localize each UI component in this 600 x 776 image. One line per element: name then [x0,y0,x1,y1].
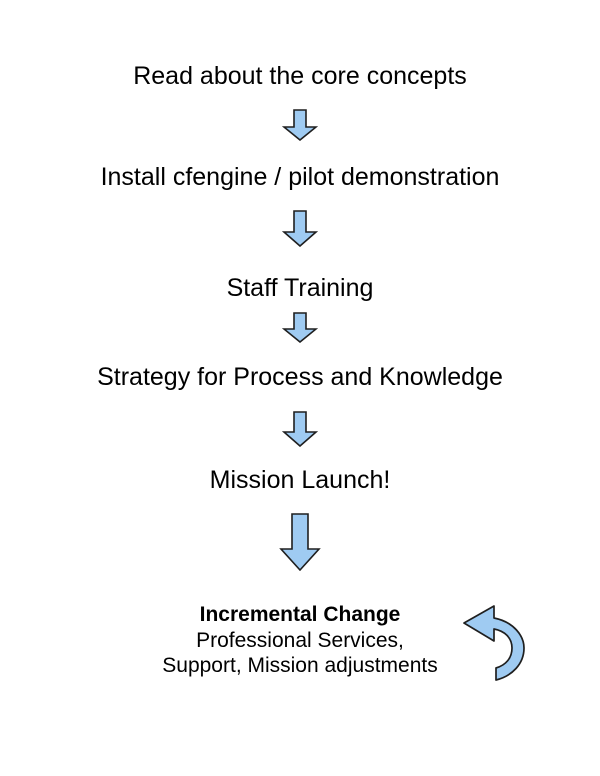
flow-step-staff-training: Staff Training [226,274,374,302]
arrow-down-3 [0,312,600,343]
down-arrow-icon [282,411,318,447]
flow-step-mission-launch: Mission Launch! [209,466,391,494]
circular-arrow-icon [463,605,525,681]
down-arrow-icon [282,109,318,141]
flow-step-incremental-change: Incremental Change Professional Services… [0,602,600,679]
incremental-change-line-3: Support, Mission adjustments [162,654,438,678]
loop-arrow-container [458,596,542,686]
arrow-down-2 [0,210,600,247]
down-arrow-icon [282,210,318,247]
down-arrow-icon [282,312,318,343]
arrow-down-5 [0,513,600,571]
down-arrow-icon [279,513,321,571]
flow-step-strategy-for-process-and-knowledge: Strategy for Process and Knowledge [97,363,503,391]
incremental-change-line-2: Professional Services, [196,628,404,652]
flow-step-read-about-core-concepts: Read about the core concepts [133,62,467,90]
flow-step-install-cfengine-pilot-demonstration: Install cfengine / pilot demonstration [100,163,500,191]
arrow-down-4 [0,411,600,447]
arrow-down-1 [0,109,600,141]
incremental-change-title: Incremental Change [199,603,401,626]
